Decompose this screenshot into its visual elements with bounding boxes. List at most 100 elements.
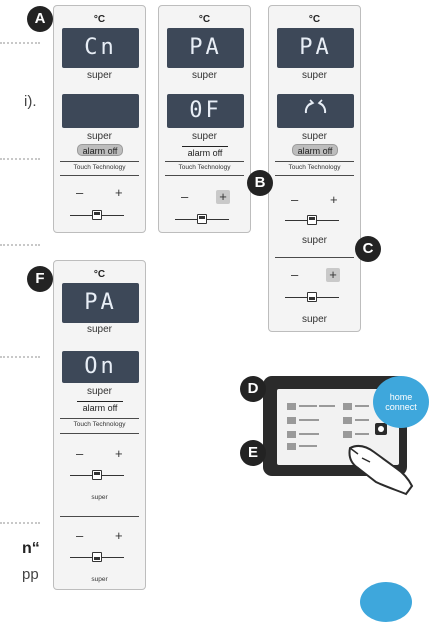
home-connect-connect: connect xyxy=(385,402,417,412)
slider-knob[interactable] xyxy=(307,292,317,302)
lcd-display-bottom: On xyxy=(62,351,139,383)
badge-b: B xyxy=(247,170,273,196)
control-panel-1: °C Cn super super alarm off Touch Techno… xyxy=(53,5,146,233)
badge-d: D xyxy=(240,376,266,402)
app-tile xyxy=(287,403,296,410)
blue-circle-decoration xyxy=(360,582,412,622)
badge-a: A xyxy=(27,6,53,32)
app-button[interactable] xyxy=(375,423,387,435)
minus-button[interactable]: – xyxy=(76,446,84,461)
super-label: super xyxy=(301,131,327,142)
unit-label: °C xyxy=(308,14,321,25)
super-label: super xyxy=(86,386,112,397)
super-label: super xyxy=(191,131,217,142)
unit-label: °C xyxy=(198,14,211,25)
hand-icon xyxy=(348,444,414,496)
margin-text-paren: i). xyxy=(24,93,37,110)
dotted-leader xyxy=(0,42,40,44)
divider xyxy=(165,175,244,176)
slider-knob[interactable] xyxy=(92,210,102,220)
lcd-display-top: PA xyxy=(167,28,244,68)
super-label: super xyxy=(86,131,112,142)
tablet-screen xyxy=(277,389,399,465)
app-line xyxy=(299,419,319,421)
dotted-leader xyxy=(0,158,40,160)
touch-technology-label: Touch Technology xyxy=(73,164,126,171)
app-tile xyxy=(287,443,296,450)
app-line xyxy=(299,433,319,435)
minus-button[interactable]: – xyxy=(291,267,299,282)
lcd-display-bottom: 0F xyxy=(167,94,244,128)
divider xyxy=(275,175,354,176)
plus-button[interactable]: + xyxy=(115,446,123,461)
unit-label: °C xyxy=(93,269,106,280)
divider xyxy=(275,161,354,162)
app-line xyxy=(355,433,369,435)
app-line xyxy=(319,405,335,407)
lcd-display-bottom xyxy=(277,94,354,128)
app-line xyxy=(299,445,317,447)
dotted-leader xyxy=(0,522,40,524)
minus-button[interactable]: – xyxy=(76,185,84,200)
slider-knob[interactable] xyxy=(92,470,102,480)
unit-label: °C xyxy=(93,14,106,25)
alarm-off-button[interactable]: alarm off xyxy=(77,144,123,156)
badge-f: F xyxy=(27,266,53,292)
home-connect-home: home xyxy=(389,392,413,402)
divider xyxy=(60,418,139,419)
plus-button[interactable]: + xyxy=(115,528,123,543)
app-line xyxy=(355,419,369,421)
app-tile xyxy=(343,431,352,438)
lcd-display-top: PA xyxy=(62,283,139,323)
rotating-arrows-icon xyxy=(304,99,327,114)
margin-text-app: pp xyxy=(22,566,39,583)
divider xyxy=(275,257,354,258)
alarm-off-button[interactable]: alarm off xyxy=(292,144,338,156)
touch-technology-label: Touch Technology xyxy=(73,421,126,428)
divider xyxy=(60,175,139,176)
touch-technology-label: Touch Technology xyxy=(178,164,231,171)
alarm-off-button[interactable]: alarm off xyxy=(182,146,228,158)
super-label: super xyxy=(301,314,327,325)
app-tile xyxy=(343,403,352,410)
control-panel-4: °C PA super On super alarm off Touch Tec… xyxy=(53,260,146,590)
super-label: super xyxy=(86,324,112,335)
home-connect-logo: home connect xyxy=(373,376,429,428)
margin-text-quote: n“ xyxy=(22,540,40,557)
lcd-display-top: Cn xyxy=(62,28,139,68)
divider xyxy=(60,516,139,517)
control-panel-3: °C PA super super alarm off Touch Techno… xyxy=(268,5,361,332)
minus-button[interactable]: – xyxy=(181,189,189,204)
minus-button[interactable]: – xyxy=(76,528,84,543)
plus-button[interactable]: + xyxy=(326,268,340,282)
dotted-leader xyxy=(0,356,40,358)
lcd-display-top: PA xyxy=(277,28,354,68)
badge-e: E xyxy=(240,440,266,466)
plus-button[interactable]: + xyxy=(115,185,123,200)
minus-button[interactable]: – xyxy=(291,192,299,207)
slider-knob[interactable] xyxy=(92,552,102,562)
app-line xyxy=(355,405,369,407)
plus-button[interactable]: + xyxy=(330,192,338,207)
lcd-display-bottom xyxy=(62,94,139,128)
divider xyxy=(60,433,139,434)
dotted-leader xyxy=(0,244,40,246)
app-tile xyxy=(343,417,352,424)
slider-knob[interactable] xyxy=(197,214,207,224)
super-label: super xyxy=(301,235,327,246)
app-line xyxy=(299,405,317,407)
super-label: super xyxy=(86,70,112,81)
touch-technology-label: Touch Technology xyxy=(288,164,341,171)
badge-c: C xyxy=(355,236,381,262)
super-label: super xyxy=(301,70,327,81)
super-label: super xyxy=(191,70,217,81)
super-label: super xyxy=(91,576,108,583)
plus-button[interactable]: + xyxy=(216,190,230,204)
slider-knob[interactable] xyxy=(307,215,317,225)
app-tile xyxy=(287,431,296,438)
alarm-off-button[interactable]: alarm off xyxy=(77,401,123,413)
divider xyxy=(165,161,244,162)
divider xyxy=(60,161,139,162)
app-tile xyxy=(287,417,296,424)
control-panel-2: °C PA super 0F super alarm off Touch Tec… xyxy=(158,5,251,233)
